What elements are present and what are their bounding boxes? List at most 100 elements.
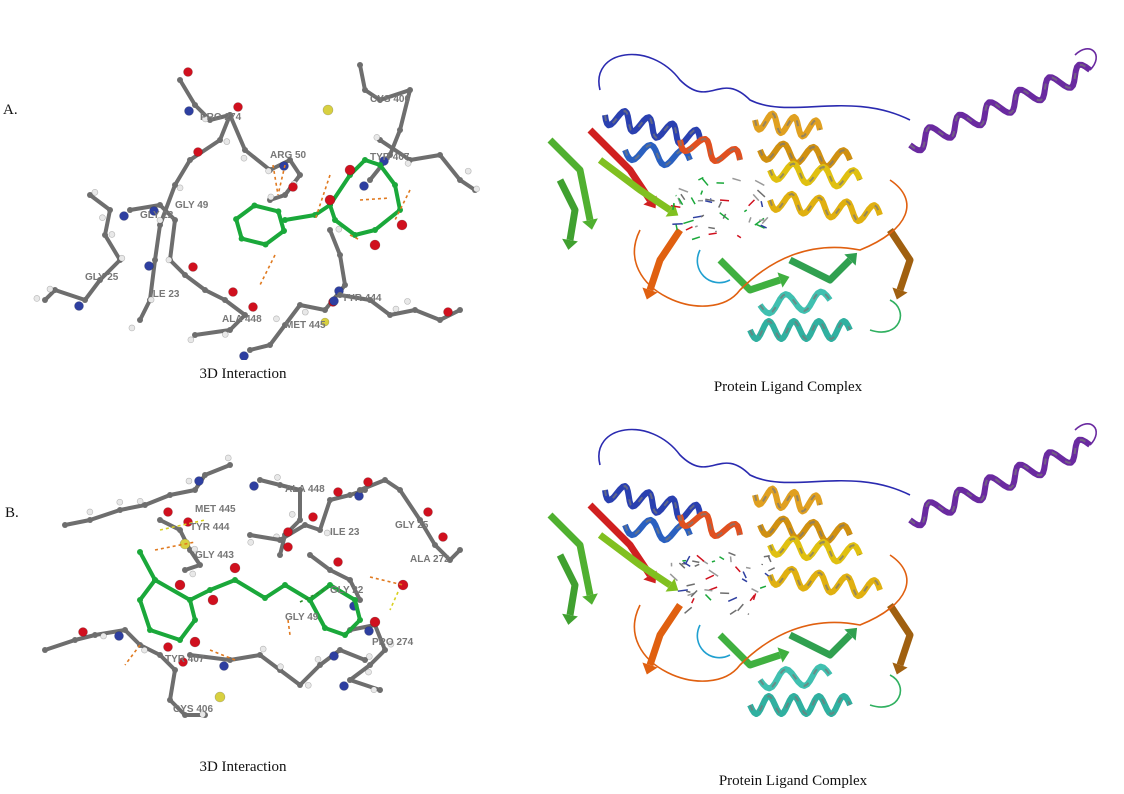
residue-backbone-atom <box>92 632 98 638</box>
residue-backbone-atom <box>277 482 283 488</box>
beta-strand <box>556 553 579 616</box>
residue-backbone <box>363 88 382 102</box>
residue-backbone-atom <box>297 682 303 688</box>
ligand-phenyl-ring-atom <box>238 235 245 242</box>
oxygen-atom <box>333 487 343 497</box>
ligand-sugar <box>283 213 317 222</box>
residue-backbone-atom <box>337 252 343 258</box>
residue-backbone-atom <box>337 292 343 298</box>
ligand-bond <box>747 613 750 615</box>
residue-backbone <box>283 303 302 327</box>
residue-backbone <box>268 323 287 347</box>
residue-backbone <box>158 653 177 672</box>
residue-backbone-atom <box>42 297 48 303</box>
residue-backbone-atom <box>227 462 233 468</box>
ligand-sugar-ring-atom <box>177 637 183 643</box>
ligand-sugar-ring-atom <box>147 627 153 633</box>
coil-loop <box>869 674 902 708</box>
residue-backbone <box>188 138 222 162</box>
residue-backbone-atom <box>182 712 188 718</box>
residue-backbone-atom <box>117 507 123 513</box>
residue-backbone-atom <box>282 192 288 198</box>
residue-label: MET 445 <box>285 320 326 331</box>
residue-backbone <box>398 488 422 522</box>
residue-backbone-atom <box>187 157 193 163</box>
ligand-phenyl-ring-atom <box>233 216 240 223</box>
helix-shading <box>679 137 741 163</box>
residue-backbone <box>168 258 187 277</box>
residue-backbone <box>168 668 177 702</box>
residue-backbone-atom <box>302 522 308 528</box>
helix-shading <box>679 512 741 538</box>
residue-backbone <box>103 208 112 237</box>
residue-backbone-atom <box>357 487 363 493</box>
ligand-phenyl-ring-atom <box>262 241 269 248</box>
residue-backbone <box>178 78 197 107</box>
ligand-bond <box>686 583 695 587</box>
residue-backbone-atom <box>327 567 333 573</box>
residue-backbone <box>173 158 192 187</box>
ligand-bond <box>729 556 732 563</box>
residue-backbone-atom <box>172 667 178 673</box>
residue-backbone <box>143 493 172 507</box>
hydrogen-atom <box>199 711 206 718</box>
ligand-sugar-atom <box>282 217 288 223</box>
hydrogen-atom <box>156 216 164 224</box>
ligand-bond <box>700 214 705 218</box>
residue-backbone <box>378 138 412 162</box>
residue-backbone <box>188 653 232 662</box>
residue-backbone-atom <box>107 207 113 213</box>
residue-backbone-atom <box>157 202 163 208</box>
ligand-bond <box>677 589 688 592</box>
residue-backbone-atom <box>357 597 363 603</box>
ligand-chain <box>308 598 327 630</box>
ligand-bond <box>768 567 775 572</box>
residue-backbone-atom <box>317 527 323 533</box>
hydrogen-atom <box>273 315 280 323</box>
beta-strand-arrow <box>562 238 578 250</box>
coil-loop <box>1074 48 1097 71</box>
ligand-sugar-atom <box>372 227 378 233</box>
residue-backbone-atom <box>52 287 58 293</box>
coil-loop <box>696 624 731 659</box>
ligand-sugar <box>378 163 397 187</box>
residue-backbone <box>438 153 462 182</box>
oxygen-atom <box>174 579 186 591</box>
beta-strand-arrow <box>844 627 858 641</box>
residue-label: CYS 406 <box>370 94 410 105</box>
ligand-chain-atom <box>352 597 358 603</box>
residue-backbone <box>158 518 182 532</box>
residue-backbone <box>208 113 232 122</box>
residue-backbone-atom <box>377 97 383 103</box>
residue-label: GLY 49 <box>285 612 319 623</box>
helix-shading <box>749 319 851 341</box>
residue-backbone-atom <box>227 327 233 333</box>
oxygen-atom <box>423 507 433 517</box>
residue-backbone <box>348 623 377 632</box>
residue-backbone-atom <box>187 652 193 658</box>
residue-backbone <box>278 483 302 492</box>
hydrogen-atom <box>202 115 209 123</box>
alpha-helix <box>747 318 853 342</box>
residue-backbone-atom <box>182 272 188 278</box>
ligand-bond <box>759 585 767 589</box>
nitrogen-atom <box>359 181 369 191</box>
ligand-bond <box>743 209 748 213</box>
residue-backbone-atom <box>187 547 193 553</box>
beta-strand-arrow <box>582 593 598 605</box>
residue-label: PRO 274 <box>372 637 414 648</box>
ligand-sugar-ring <box>178 618 197 642</box>
residue-label: ILE 23 <box>330 527 360 538</box>
oxygen-atom <box>178 657 188 667</box>
nitrogen-atom <box>329 296 339 306</box>
ligand-phenyl-ring-atom <box>280 227 287 234</box>
beta-strand <box>556 178 579 241</box>
ligand-phenyl-ring-atom <box>251 202 258 209</box>
residue-backbone <box>368 648 387 667</box>
residue-backbone-atom <box>387 312 393 318</box>
ligand-bond <box>737 603 744 612</box>
alpha-helix <box>767 160 863 190</box>
residue-backbone <box>158 203 177 222</box>
hydrogen-atom <box>404 298 411 305</box>
ligand-phenyl-ring-atom <box>275 208 282 215</box>
